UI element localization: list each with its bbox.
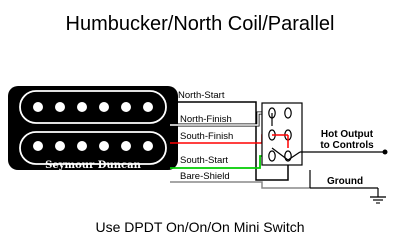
pole-piece (55, 102, 65, 112)
wire-label-bare-shield: Bare-Shield (180, 171, 230, 182)
hot-output-terminal (382, 149, 388, 155)
hot-output-line (300, 149, 388, 155)
pole-piece (33, 141, 43, 151)
brand-label: Seymour Duncan (45, 160, 141, 171)
wire-label-south-start: South-Start (180, 155, 228, 166)
switch-lug (268, 150, 276, 162)
north-pole-pieces (33, 102, 153, 112)
wire-bare-shield (170, 170, 311, 189)
pole-piece (55, 141, 65, 151)
hot-output-label-line2: to Controls (320, 140, 374, 151)
hot-output-label-line1: Hot Output (321, 129, 374, 140)
pole-piece (121, 141, 131, 151)
pole-piece (99, 102, 109, 112)
south-coil (19, 131, 167, 165)
diagram-caption: Use DPDT On/On/On Mini Switch (95, 219, 304, 235)
humbucker-pickup: Seymour Duncan (8, 86, 178, 171)
ground-connection (310, 187, 386, 204)
dpdt-switch (261, 102, 303, 166)
pole-piece (121, 102, 131, 112)
south-pole-pieces (33, 141, 153, 151)
jumper-diagonal (271, 147, 289, 161)
ground-label: Ground (327, 176, 363, 187)
pole-piece (143, 141, 153, 151)
wire-label-south-finish: South-Finish (180, 131, 233, 142)
wire-label-north-finish: North-Finish (180, 114, 232, 125)
jumper-out (287, 151, 301, 161)
pole-piece (99, 141, 109, 151)
pole-piece (77, 141, 87, 151)
pole-piece (33, 102, 43, 112)
diagram-title: Humbucker/North Coil/Parallel (66, 13, 335, 35)
pole-piece (143, 102, 153, 112)
wire-label-north-start: North-Start (178, 90, 225, 101)
ground-symbol-icon (370, 196, 386, 204)
pole-piece (77, 102, 87, 112)
north-coil (19, 90, 167, 124)
wire-north-start (170, 101, 289, 181)
switch-lug (284, 107, 292, 119)
